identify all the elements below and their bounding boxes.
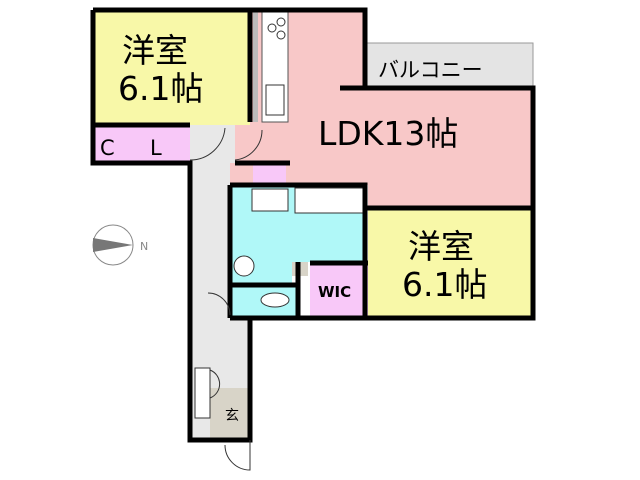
wic-label: WIC [318, 283, 351, 301]
balcony-label: バルコニー [378, 58, 483, 82]
compass-north-label: N [140, 240, 148, 253]
storage [253, 163, 286, 185]
closet-l-label: L [150, 136, 162, 160]
wash-basin [233, 255, 255, 277]
closet [93, 125, 190, 163]
western-room-2-name: 洋室 [408, 227, 474, 266]
balcony [366, 42, 534, 89]
western-room-1-name: 洋室 [122, 31, 188, 70]
western-room-2-size: 6.1帖 [402, 265, 487, 304]
closet-c-label: C [100, 136, 115, 160]
compass-icon [92, 224, 134, 266]
sink [265, 84, 285, 116]
stove-burner [267, 23, 277, 33]
ldk-room [230, 10, 533, 208]
western-room-2 [368, 208, 533, 318]
stove-burner [276, 17, 286, 27]
partition [253, 10, 258, 122]
washing-machine-label [251, 188, 289, 212]
shoe-box [194, 367, 211, 419]
door-swings [189, 127, 263, 471]
walk-in-closet [310, 263, 368, 318]
entrance-label: 玄 [225, 407, 239, 424]
entrance [210, 388, 250, 438]
western-room-1-size: 6.1帖 [118, 69, 203, 108]
walls [90, 7, 536, 443]
toilet [260, 292, 290, 308]
stove-burner [276, 30, 286, 40]
western-room-1 [93, 10, 250, 125]
ldk-label: LDK13帖 [318, 114, 458, 153]
bathtub [294, 187, 364, 214]
